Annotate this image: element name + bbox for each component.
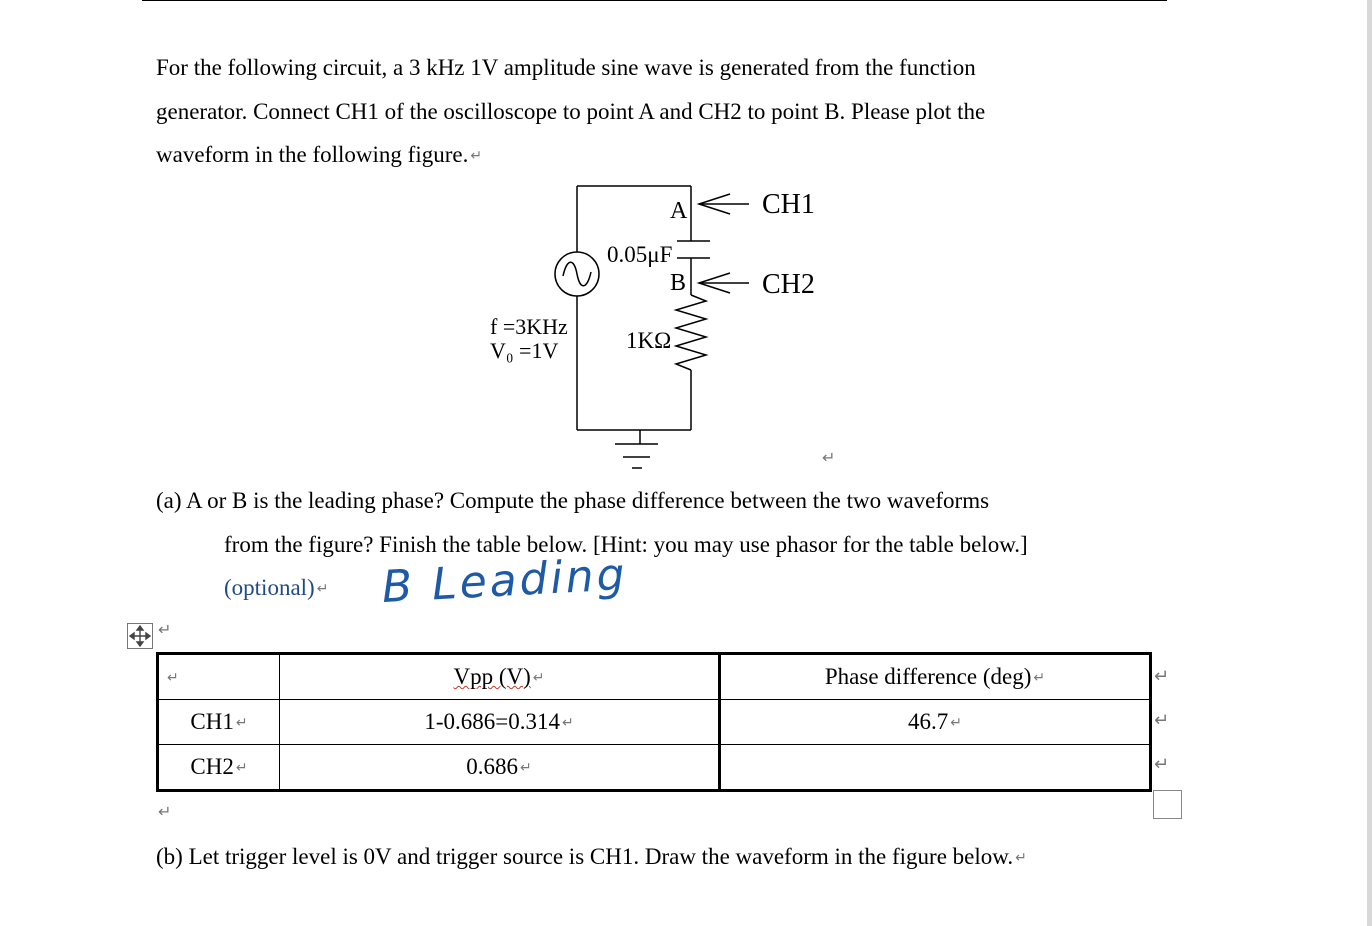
page-top-border xyxy=(142,0,1167,1)
question-a-line-2: from the figure? Finish the table below.… xyxy=(224,532,1028,557)
row-end-mark: ↵ xyxy=(1154,710,1170,731)
ch1-label: CH1 xyxy=(762,189,815,220)
rc-circuit-diagram: A B CH1 CH2 0.05μF 1KΩ f =3KHz V₀ =1V xyxy=(490,185,815,469)
cell-channel[interactable]: CH1↵ xyxy=(156,699,280,745)
paragraph-mark: ↵ xyxy=(1033,670,1046,686)
frequency-label: f =3KHz xyxy=(490,314,568,339)
row-end-mark: ↵ xyxy=(1154,754,1170,775)
capacitor-label: 0.05μF xyxy=(607,242,672,267)
cell-channel[interactable]: CH2↵ xyxy=(156,744,280,792)
paragraph-mark: ↵ xyxy=(950,715,962,731)
header-cell-phase[interactable]: Phase difference (deg)↵ xyxy=(719,652,1152,700)
resistor-symbol xyxy=(673,294,709,371)
question-a-line-1: (a) A or B is the leading phase? Compute… xyxy=(156,488,990,513)
cell-phase[interactable] xyxy=(719,744,1152,792)
paragraph-mark: ↵ xyxy=(520,760,532,776)
paragraph-mark: ↵ xyxy=(235,715,248,731)
point-b-label: B xyxy=(670,270,686,296)
table-move-handle[interactable] xyxy=(127,623,153,649)
intro-line-3: waveform in the following figure.↵ xyxy=(156,142,483,167)
table-resize-handle[interactable] xyxy=(1153,790,1182,819)
paragraph-mark: ↵ xyxy=(1015,850,1027,866)
question-b-line-1: (b) Let trigger level is 0V and trigger … xyxy=(156,844,1027,869)
sine-wave-icon xyxy=(562,261,592,287)
vertical-scrollbar[interactable] xyxy=(1367,0,1372,926)
paragraph-mark: ↵ xyxy=(235,760,248,776)
results-table: ↵ Vpp (V)↵ Phase difference (deg)↵ CH1↵ … xyxy=(156,652,1152,792)
intro-line-1: For the following circuit, a 3 kHz 1V am… xyxy=(156,55,976,80)
ch2-label: CH2 xyxy=(762,269,815,300)
ch1-arrow-icon xyxy=(696,193,731,215)
paragraph-mark: ↵ xyxy=(158,620,172,639)
move-icon xyxy=(128,624,152,648)
handwritten-answer: B Leading xyxy=(380,549,629,613)
table-header-row: ↵ Vpp (V)↵ Phase difference (deg)↵ xyxy=(156,652,1152,700)
paragraph-mark: ↵ xyxy=(561,715,574,731)
point-a-label: A xyxy=(670,198,688,224)
cell-phase[interactable]: 46.7↵ xyxy=(719,699,1152,745)
resistor-label: 1KΩ xyxy=(626,328,671,353)
paragraph-mark: ↵ xyxy=(167,670,179,686)
paragraph-mark: ↵ xyxy=(532,670,545,686)
header-cell-empty[interactable]: ↵ xyxy=(156,652,280,700)
table-row: CH2↵ 0.686↵ xyxy=(156,744,1152,792)
paragraph-mark: ↵ xyxy=(822,448,836,467)
voltage-label: V₀ =1V xyxy=(490,338,558,363)
paragraph-mark: ↵ xyxy=(316,581,329,597)
row-end-mark: ↵ xyxy=(1154,666,1170,687)
paragraph-mark: ↵ xyxy=(470,148,483,164)
cell-vpp[interactable]: 0.686↵ xyxy=(279,744,721,792)
header-cell-vpp[interactable]: Vpp (V)↵ xyxy=(279,652,721,700)
cell-vpp[interactable]: 1-0.686=0.314↵ xyxy=(279,699,721,745)
paragraph-mark: ↵ xyxy=(158,802,172,821)
table-row: CH1↵ 1-0.686=0.314↵ 46.7↵ xyxy=(156,699,1152,745)
ch2-arrow-icon xyxy=(696,272,731,294)
intro-line-2: generator. Connect CH1 of the oscillosco… xyxy=(156,99,986,124)
question-a-optional: (optional)↵ xyxy=(224,575,329,600)
